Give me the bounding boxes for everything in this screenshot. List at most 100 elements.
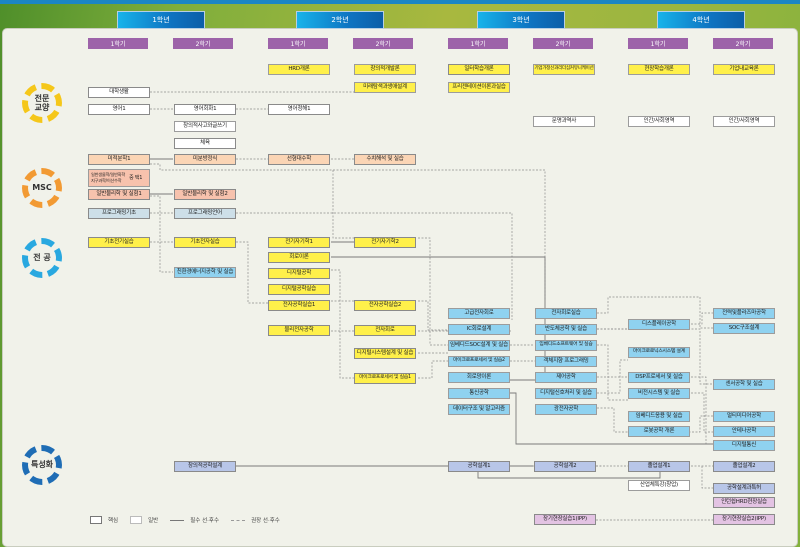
course-box[interactable]: 영어1 xyxy=(88,104,150,115)
course-box[interactable]: 기초전기실습 xyxy=(88,237,150,248)
course-box[interactable]: 데이터구조 및 알고리즘 xyxy=(448,404,510,415)
course-box[interactable]: 전기자기학2 xyxy=(354,237,416,248)
course-box[interactable]: DSP프로세서 및 실습 xyxy=(628,372,690,383)
course-box[interactable]: 통신공학 xyxy=(448,388,510,399)
course-box[interactable]: 임베디드SOC설계 및 실습 xyxy=(448,340,510,351)
category-major: 전 공 xyxy=(22,238,62,278)
course-box[interactable]: 임베디드응용 및 실습 xyxy=(628,411,690,422)
course-box[interactable]: 수치해석 및 실습 xyxy=(354,154,416,165)
course-box[interactable]: 로봇공학 개론 xyxy=(628,426,690,437)
course-box[interactable]: 전자공학실습2 xyxy=(354,300,416,311)
course-box[interactable]: 장기현장실습1(IPP) xyxy=(534,514,596,525)
course-box[interactable]: 기초전자실습 xyxy=(174,237,236,248)
course-box[interactable]: 디스플레이공학 xyxy=(628,319,690,330)
semester-header: 1학기 xyxy=(628,38,688,49)
elective-choice-box[interactable]: 일반생물학/일반화학 지구과학/이산수학 중 택1 xyxy=(88,169,150,187)
year-header-2: 2학년 xyxy=(297,12,383,28)
semester-header: 2학기 xyxy=(353,38,413,49)
legend-general-label: 일반 xyxy=(148,518,159,524)
course-box[interactable]: 비전시스템 및 실습 xyxy=(628,388,690,399)
course-box[interactable]: 일반물리학 및 실험2 xyxy=(174,189,236,200)
course-box[interactable]: 디지털통신 xyxy=(713,440,775,451)
course-box[interactable]: 체육 xyxy=(174,138,236,149)
course-box[interactable]: 미분방정식 xyxy=(174,154,236,165)
course-box[interactable]: 일반물리학 및 실험1 xyxy=(88,189,150,200)
course-box[interactable]: 기업내교육론 xyxy=(713,64,775,75)
course-box[interactable]: 영어회화1 xyxy=(174,104,236,115)
course-box[interactable]: 장기현장실습2(IPP) xyxy=(713,514,775,525)
semester-header: 2학기 xyxy=(533,38,593,49)
semester-header: 1학기 xyxy=(88,38,148,49)
course-box[interactable]: 고급전자회로 xyxy=(448,308,510,319)
course-box[interactable]: 전기자기학1 xyxy=(268,237,330,248)
top-bar xyxy=(0,0,800,4)
course-box[interactable]: 졸업설계1 xyxy=(628,461,690,472)
course-box[interactable]: 문명과역사 xyxy=(533,116,595,127)
course-box[interactable]: 프리젠테이션이론과실습 xyxy=(448,82,510,93)
course-box[interactable]: 친환경에너지공학 및 실습 xyxy=(174,267,236,278)
category-label: MSC xyxy=(32,183,52,193)
course-box[interactable]: 전력및플라즈마공학 xyxy=(713,308,775,319)
course-box[interactable]: 전자공학실습1 xyxy=(268,300,330,311)
course-box[interactable]: 프로그래밍기초 xyxy=(88,208,150,219)
course-box[interactable]: 마이크로로닉스시스템 설계 xyxy=(628,347,690,358)
course-box[interactable]: 공학설계2 xyxy=(534,461,596,472)
course-box[interactable]: 센서공학 및 실습 xyxy=(713,379,775,390)
course-box[interactable]: HRD개론 xyxy=(268,64,330,75)
semester-header: 2학기 xyxy=(173,38,233,49)
semester-header: 2학기 xyxy=(713,38,773,49)
course-box[interactable]: 산업체특강(창업) xyxy=(628,480,690,491)
course-box[interactable]: 공학설계과특허 xyxy=(713,483,775,494)
year-header-1: 1학년 xyxy=(118,12,204,28)
category-label: 특성화 xyxy=(30,460,54,470)
course-box[interactable]: 공학설계1 xyxy=(448,461,510,472)
course-box[interactable]: 창의적공학설계 xyxy=(174,461,236,472)
elective-choose-one: 중 택1 xyxy=(129,174,143,181)
course-box[interactable]: 미래탐색과생애설계 xyxy=(354,82,416,93)
course-box[interactable]: 졸업설계2 xyxy=(713,461,775,472)
course-box[interactable]: SOC구조설계 xyxy=(713,323,775,334)
elective-option: 지구과학/이산수학 xyxy=(91,177,122,183)
course-box[interactable]: 디지털신호처리 및 실습 xyxy=(535,388,597,399)
course-box[interactable]: 물리전자공학 xyxy=(268,325,330,336)
course-box[interactable]: 전자회로실습 xyxy=(535,308,597,319)
course-box[interactable]: 디지털시스템설계 및 실습 xyxy=(354,348,416,359)
course-box[interactable]: 기업가정신과리더십커뮤니케이션 xyxy=(533,64,595,75)
course-box[interactable]: 안테나공학 xyxy=(713,426,775,437)
course-box[interactable]: 임베디드소프트웨어 및 실습 xyxy=(535,340,597,351)
course-box[interactable]: 인간/사회영역 xyxy=(713,116,775,127)
course-box[interactable]: 회로이론 xyxy=(268,252,330,263)
course-box[interactable]: 선형대수학 xyxy=(268,154,330,165)
course-box[interactable]: 창의적개발론 xyxy=(354,64,416,75)
course-box[interactable]: 반도체공학 및 실습 xyxy=(535,324,597,335)
course-box[interactable]: 제어공학 xyxy=(535,372,597,383)
course-box[interactable]: 인간/사회영역 xyxy=(628,116,690,127)
course-box[interactable]: 미적분학1 xyxy=(88,154,150,165)
course-box[interactable]: 창의적사고와글쓰기 xyxy=(174,121,236,132)
legend-recommended-label: 권장 선·후수 xyxy=(251,518,280,524)
legend-required-label: 필수 선·후수 xyxy=(190,518,220,524)
course-box[interactable]: 영어청해1 xyxy=(268,104,330,115)
course-box[interactable]: 회로망이론 xyxy=(448,372,510,383)
legend-recommended-line xyxy=(231,519,246,521)
legend-required-line xyxy=(170,519,185,521)
course-box[interactable]: 객체지향 프로그래밍 xyxy=(535,356,597,367)
course-box[interactable]: 프로그래밍언어 xyxy=(174,208,236,219)
course-box[interactable]: 인턴쉽HRD현장실습 xyxy=(713,497,775,508)
course-box[interactable]: 마이크로프로세서 및 실습1 xyxy=(354,373,416,384)
course-box[interactable]: 일터학습개론 xyxy=(448,64,510,75)
course-box[interactable]: IC회로설계 xyxy=(448,324,510,335)
course-box[interactable]: 대학생활 xyxy=(88,87,150,98)
year-header-4: 4학년 xyxy=(658,12,744,28)
course-box[interactable]: 광전자공학 xyxy=(535,404,597,415)
course-box[interactable]: 멀티미디어공학 xyxy=(713,411,775,422)
course-box[interactable]: 마이크로프로세서 및 실습2 xyxy=(448,356,510,367)
course-box[interactable]: 디지털공학 xyxy=(268,268,330,279)
course-box[interactable]: 전자회로 xyxy=(354,325,416,336)
semester-header: 1학기 xyxy=(268,38,328,49)
course-box[interactable]: 현장학습개론 xyxy=(628,64,690,75)
category-specialization: 특성화 xyxy=(22,445,62,485)
course-box[interactable]: 디지털공학실습 xyxy=(268,284,330,295)
